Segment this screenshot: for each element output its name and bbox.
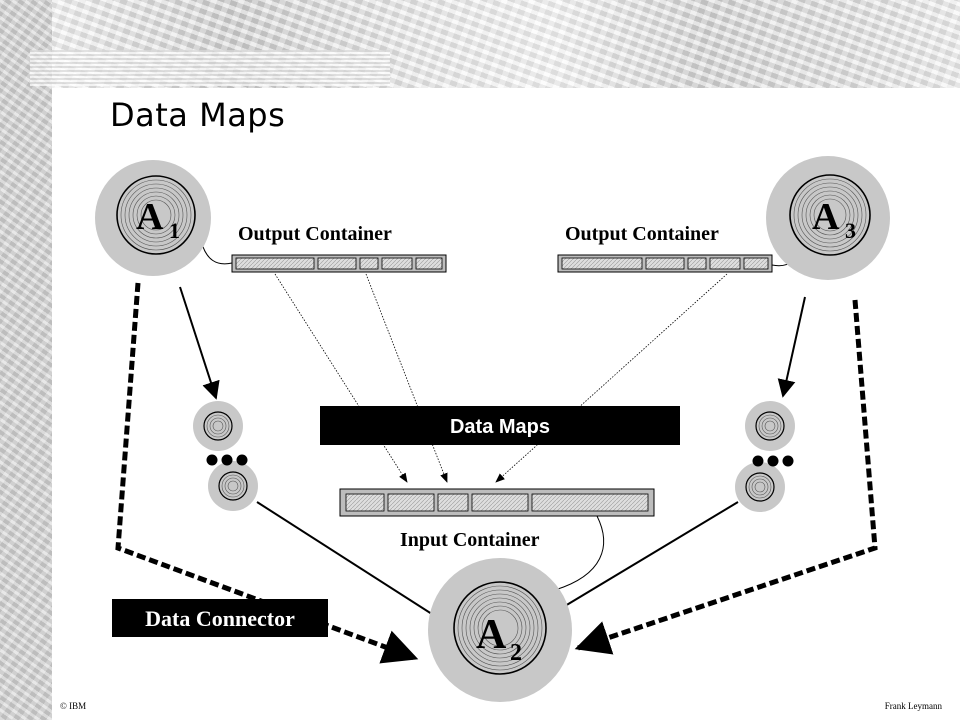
data-maps-banner: Data Maps <box>320 406 680 445</box>
output-container-right[interactable] <box>557 254 773 273</box>
data-connector-banner-label: Data Connector <box>145 606 295 631</box>
a3-subscript: 3 <box>845 218 856 243</box>
data-maps-banner-label: Data Maps <box>450 416 550 438</box>
output-container-left-label: Output Container <box>238 223 392 245</box>
output-container-left[interactable] <box>231 254 447 273</box>
a3-letter: A <box>812 196 840 238</box>
ellipsis-dot <box>752 455 764 467</box>
ellipsis-dot <box>206 454 218 466</box>
control-edge-right-a2 <box>544 501 739 619</box>
footer-copyright: © IBM <box>60 701 87 711</box>
data-map-lines <box>274 273 728 483</box>
control-edge-a1-down <box>179 286 220 400</box>
data-map-line-3 <box>495 273 728 483</box>
activity-a1[interactable]: A 1 <box>95 160 211 276</box>
data-connector-a3-a2 <box>574 299 878 655</box>
a1-letter: A <box>136 196 164 238</box>
ellipsis-dot <box>782 455 794 467</box>
slide-title: Data Maps <box>110 96 286 134</box>
decorative-left-border <box>0 0 52 720</box>
activity-a2[interactable]: A 2 <box>428 558 572 702</box>
right-intermediate-activities[interactable] <box>735 401 795 512</box>
ellipsis-dot <box>236 454 248 466</box>
data-map-line-1 <box>274 273 408 483</box>
activity-a3[interactable]: A 3 <box>766 156 890 280</box>
left-intermediate-activities[interactable] <box>193 401 258 511</box>
data-connector-banner: Data Connector <box>112 599 328 637</box>
ellipsis-dot <box>221 454 233 466</box>
ellipsis-dot <box>767 455 779 467</box>
input-container[interactable] <box>339 488 655 517</box>
control-edge-left-a2 <box>256 501 461 633</box>
control-edge-a3-down <box>777 296 806 398</box>
control-flow-edges <box>179 286 806 633</box>
decorative-stripes <box>30 50 390 86</box>
a2-letter: A <box>476 612 507 658</box>
input-container-label: Input Container <box>400 529 540 551</box>
a1-subscript: 1 <box>169 218 180 243</box>
data-map-line-2 <box>365 273 448 483</box>
a2-subscript: 2 <box>510 640 522 666</box>
footer-author: Frank Leymann <box>884 701 942 711</box>
output-container-right-label: Output Container <box>565 223 719 245</box>
